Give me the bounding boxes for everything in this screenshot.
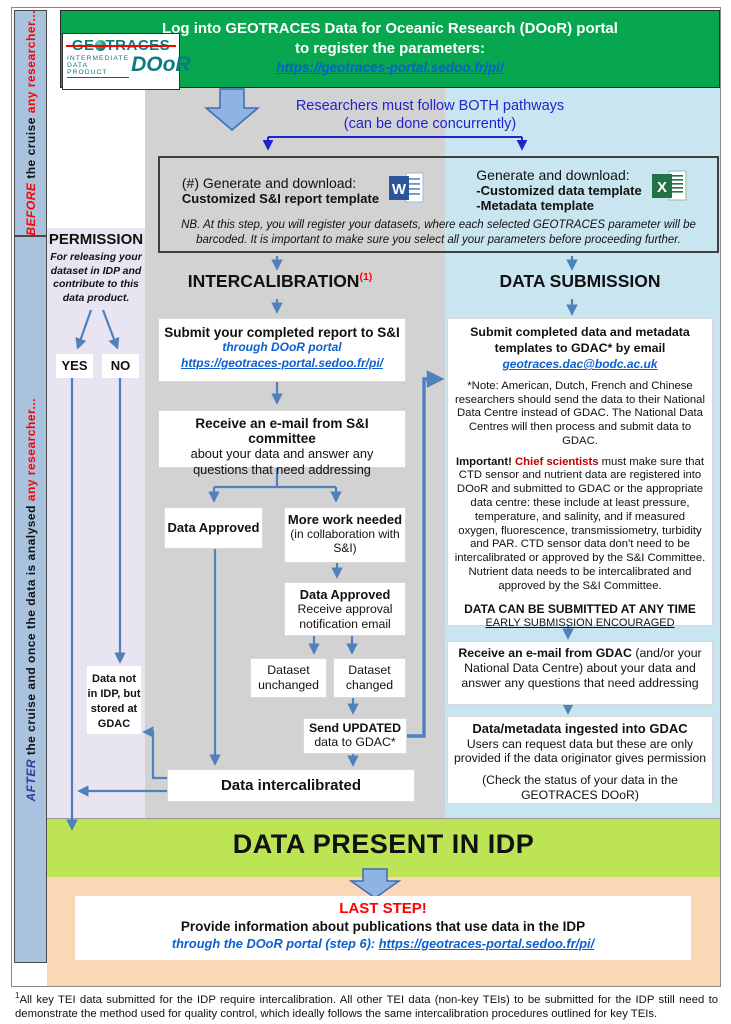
node-submit-report: Submit your completed report to S&I thro…: [158, 318, 406, 382]
gdac-email-link[interactable]: geotraces.dac@bodc.ac.uk: [502, 357, 658, 371]
template-excel-title: Generate and download:: [476, 167, 630, 183]
sidebar-before-strip: BEFORE the cruise any researcher...: [14, 10, 47, 236]
last-step-title: LAST STEP!: [339, 900, 427, 917]
node-more-work: More work needed (in collaboration with …: [284, 507, 406, 563]
page-border: [11, 7, 721, 987]
header-portal-link[interactable]: https://geotraces-portal.sedoo.fr/pi/: [276, 60, 504, 75]
excel-icon: X: [651, 170, 688, 207]
last-step-link[interactable]: https://geotraces-portal.sedoo.fr/pi/: [378, 936, 595, 951]
permission-title: PERMISSION: [48, 231, 144, 248]
node-data-approved: Data Approved: [164, 507, 263, 549]
node-dataset-changed: Dataset changed: [333, 658, 406, 698]
node-approved-notification: Data Approved Receive approval notificat…: [284, 582, 406, 636]
sidebar-before-label: BEFORE the cruise any researcher...: [23, 10, 38, 236]
template-excel-bold1: -Customized data template: [476, 183, 642, 198]
template-nb-note: NB. At this step, you will register your…: [181, 219, 696, 246]
idp-band-label: DATA PRESENT IN IDP: [232, 829, 535, 859]
submission-important: Important! Chief scientists must make su…: [454, 455, 706, 592]
last-step-via: through the DOoR portal (step 6):: [171, 936, 379, 951]
logo-door: DOoR: [131, 53, 191, 76]
template-excel-panel: Generate and download: -Customized data …: [447, 158, 717, 216]
template-word-panel: (#) Generate and download: Customized S&…: [160, 158, 447, 216]
permission-yes-box: YES: [56, 354, 93, 378]
intercalibration-title: INTERCALIBRATION(1): [187, 271, 373, 291]
submission-title: DATA SUBMISSION: [499, 271, 661, 291]
svg-text:X: X: [657, 179, 667, 196]
node-receive-email-gdac: Receive an e-mail from GDAC (and/or your…: [447, 641, 713, 705]
submission-anytime: DATA CAN BE SUBMITTED AT ANY TIME: [464, 601, 696, 616]
submission-early: EARLY SUBMISSION ENCOURAGED: [485, 617, 675, 630]
template-word-bold: Customized S&I report template: [181, 190, 380, 206]
node-ingested: Data/metadata ingested into GDAC Users c…: [447, 716, 713, 804]
word-icon: W: [389, 172, 425, 209]
submission-note: *Note: American, Dutch, French and Chine…: [455, 379, 705, 447]
sidebar-after-label: AFTER the cruise and once the data is an…: [23, 397, 38, 802]
permission-no-box: NO: [102, 354, 139, 378]
sidebar-after-strip: AFTER the cruise and once the data is an…: [14, 236, 47, 963]
template-word-title: (#) Generate and download:: [181, 174, 357, 191]
node-receive-email-si: Receive an e-mail from S&I committee abo…: [158, 410, 406, 477]
last-step-box: LAST STEP! Provide information about pub…: [75, 896, 691, 960]
node-dataset-unchanged: Dataset unchanged: [250, 658, 327, 698]
last-step-line: Provide information about publications t…: [180, 919, 586, 934]
node-data-not-in-idp: Data not in IDP, but stored at GDAC: [87, 666, 141, 734]
logo-subtitle: INTERMEDIATE DATA PRODUCT: [67, 55, 130, 78]
pathways-note: Researchers must follow BOTH pathways (c…: [295, 98, 565, 133]
header-line1: Log into GEOTRACES Data for Oceanic Rese…: [162, 20, 618, 37]
idp-band: [47, 818, 720, 877]
permission-desc: For releasing your dataset in IDP and co…: [50, 251, 142, 304]
node-send-updated: Send UPDATED data to GDAC*: [303, 718, 407, 754]
intercal-portal-link[interactable]: https://geotraces-portal.sedoo.fr/pi/: [180, 356, 384, 370]
node-submit-templates: Submit completed data and metadata templ…: [447, 318, 713, 629]
header-line2: to register the parameters:: [294, 40, 486, 57]
logo-strike: [66, 45, 176, 47]
node-data-intercalibrated: Data intercalibrated: [167, 769, 415, 802]
footnote: 1All key TEI data submitted for the IDP …: [15, 991, 718, 1021]
svg-text:W: W: [392, 181, 407, 198]
template-box: (#) Generate and download: Customized S&…: [158, 156, 719, 253]
template-excel-bold2: -Metadata template: [476, 198, 595, 213]
